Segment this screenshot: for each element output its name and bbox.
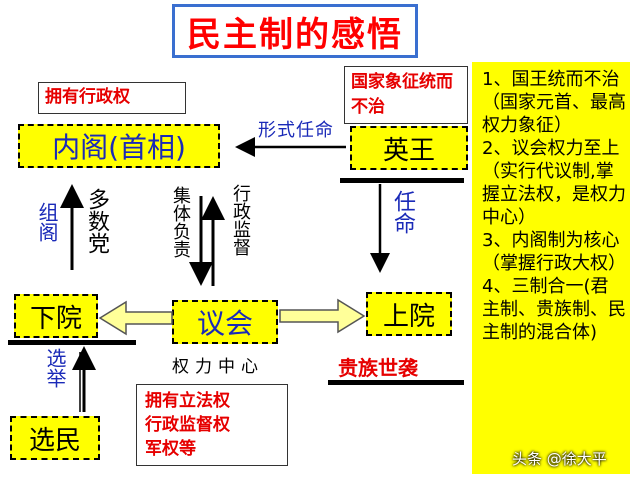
elect-label: 选举 [43,348,67,388]
summary-item-3: 3、内阁制为核心（掌握行政大权） [482,230,626,274]
supervision-label: 行政监督 [230,184,251,256]
commons-parliament-double-arrow [98,300,173,336]
king-symbol-note: 国家象征统而不治 [344,66,468,124]
summary-item-4: 4、三制合一(君主制、贵族制、民主制的混合体) [482,276,626,343]
voters-label: 选民 [28,425,81,456]
commons-underline [8,340,136,345]
king-symbol-text: 国家象征统而不治 [351,72,453,117]
military-power-text: 军权等 [145,439,196,459]
cabinet-box: 内阁(首相) [18,124,220,168]
parliament-lords-double-arrow [279,298,366,334]
appoint-label: 任命 [390,190,415,234]
supervision-power-text: 行政监督权 [145,415,230,435]
king-underline [340,178,464,183]
majority-party-label: 多数党 [84,188,109,254]
commons-box: 下院 [14,294,98,338]
commons-label: 下院 [29,303,82,334]
lords-box: 上院 [366,292,452,336]
summary-item-2: 2、议会权力至上（实行代议制,掌握立法权，是权力中心） [482,138,626,228]
executive-power-note: 拥有行政权 [38,82,186,114]
page-title: 民主制的感悟 [187,14,403,55]
formal-appoint-label: 形式任命 [258,120,334,141]
power-center-label: 权力中心 [172,357,264,377]
lords-label: 上院 [382,301,435,332]
hereditary-label: 贵族世袭 [338,356,418,380]
king-box: 英王 [350,126,468,170]
title-box: 民主制的感悟 [172,4,418,58]
summary-item-1: 1、国王统而不治（国家元首、最高权力象征） [482,69,626,136]
form-cabinet-label: 组阁 [35,202,59,242]
summary-panel: 1、国王统而不治（国家元首、最高权力象征） 2、议会权力至上（实行代议制,掌握立… [472,62,630,474]
voters-box: 选民 [10,416,100,460]
watermark: 头条 @徐大平 [512,450,607,468]
legislative-power-text: 拥有立法权 [145,391,230,411]
executive-power-text: 拥有行政权 [45,87,130,107]
parliament-powers-note: 拥有立法权 行政监督权 军权等 [136,384,288,466]
parliament-box: 议会 [172,300,278,344]
collective-label: 集体负责 [170,186,191,258]
king-label: 英王 [382,135,435,166]
lords-underline [328,380,464,385]
parliament-label: 议会 [196,307,253,340]
cabinet-label: 内阁(首相) [52,131,186,164]
